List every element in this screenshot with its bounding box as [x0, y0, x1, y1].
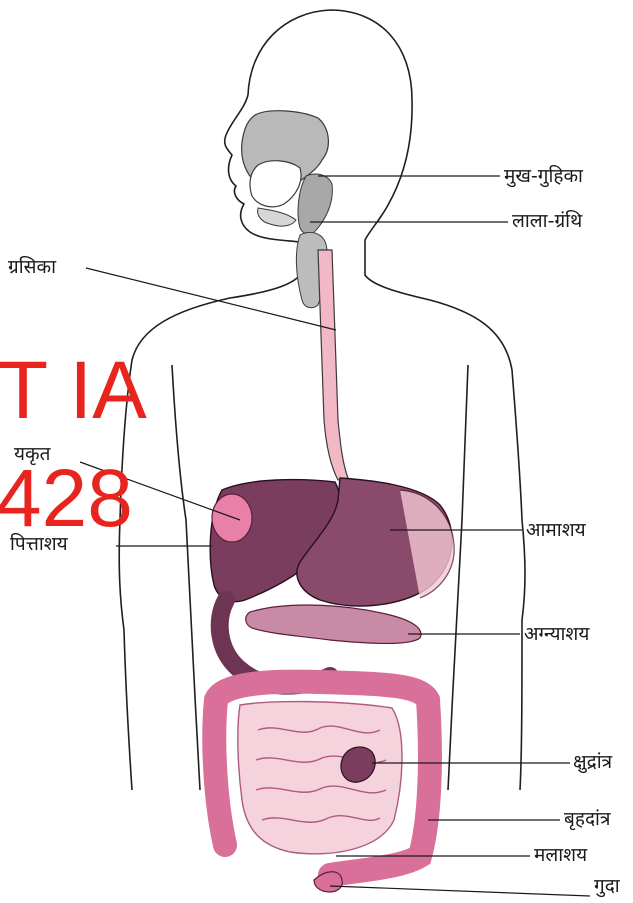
pancreas [246, 605, 421, 644]
esophagus-tube [318, 250, 348, 480]
leader-anus [330, 886, 590, 896]
watermark-line-1: T IA [0, 350, 147, 432]
label-gall-bladder: पित्ताशय [10, 533, 68, 555]
label-liver: यकृत [14, 443, 50, 465]
label-esophagus: ग्रसिका [8, 256, 56, 278]
watermark-line-2: 428 [0, 458, 133, 540]
label-mouth-cavity: मुख-गुहिका [504, 165, 583, 187]
label-rectum: मलाशय [534, 844, 587, 866]
label-stomach: आमाशय [526, 519, 586, 541]
label-large-intestine: बृहदांत्र [564, 808, 610, 830]
label-pancreas: अग्न्याशय [524, 623, 589, 645]
label-anus: गुदा [594, 875, 620, 897]
gall-bladder [212, 494, 252, 542]
small-intestine [238, 702, 402, 854]
label-small-intestine: क्षुद्रांत्र [573, 751, 612, 773]
label-salivary-gland: लाला-ग्रंथि [512, 210, 582, 232]
